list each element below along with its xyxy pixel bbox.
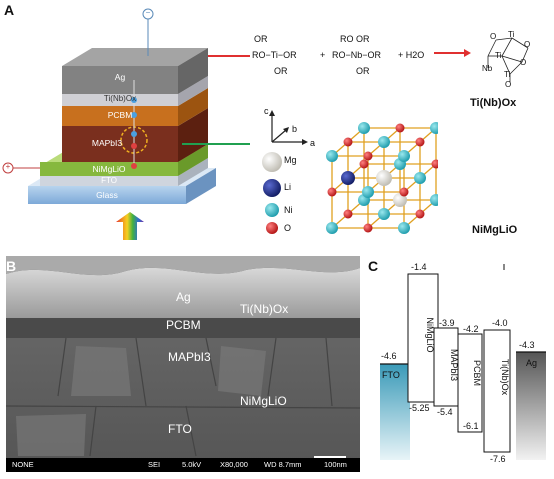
- lattice-atom: [398, 222, 410, 234]
- panel-c-letter: C: [368, 258, 379, 274]
- band-mapbi3-bottom: -5.4: [437, 407, 453, 417]
- reactant1-bottom: OR: [274, 66, 288, 76]
- sem-info-detector: NONE: [12, 460, 34, 469]
- product-atom-o2: O: [524, 40, 531, 49]
- band-ag-top: -4.3: [519, 340, 535, 350]
- top-electrode-sign: −: [145, 8, 151, 17]
- reactant2-bottom: OR: [356, 66, 370, 76]
- axis-c-label: c: [264, 106, 269, 116]
- panel-b-letter: B: [6, 258, 17, 274]
- crystal-name: NiMgLiO: [472, 224, 518, 236]
- sem-label-ag: Ag: [176, 290, 191, 304]
- band-mapbi3-name: MAPbI3: [449, 348, 459, 381]
- lattice-atom: [430, 122, 438, 134]
- band-pcbm-top: -4.2: [463, 324, 479, 334]
- legend-ni-label: Ni: [284, 205, 293, 215]
- lattice-atom: [363, 223, 373, 233]
- band-fto-top: -4.6: [381, 351, 397, 361]
- crystal-axes: [269, 110, 308, 145]
- lattice-atom: [415, 137, 425, 147]
- sem-label-fto: FTO: [168, 422, 192, 436]
- product-name: Ti(Nb)Ox: [470, 97, 517, 109]
- plus-sign: +: [320, 50, 326, 60]
- reaction-arrow: [434, 49, 471, 57]
- lattice-atom: [341, 171, 355, 185]
- product-atom-ti3: Ti: [504, 70, 511, 79]
- band-nimglio-bottom: -5.25: [409, 403, 430, 413]
- reactant1: RO−Ti−OR: [252, 50, 297, 60]
- layer-label-glass: Glass: [96, 190, 118, 200]
- panel-a-letter: A: [4, 2, 15, 18]
- band-diagram: [380, 264, 546, 460]
- legend-li-label: Li: [284, 182, 292, 192]
- sem-info-wd: WD 8.7mm: [264, 460, 302, 469]
- lattice-atom: [430, 194, 438, 206]
- lattice-atom: [395, 123, 405, 133]
- band-pcbm-bottom: -6.1: [463, 421, 479, 431]
- sem-label-mapbi3: MAPbI3: [168, 350, 211, 364]
- sem-label-tinbox: Ti(Nb)Ox: [240, 302, 289, 316]
- band-tinbox-name: Ti(Nb)Ox: [500, 358, 510, 396]
- layer-label-ag: Ag: [114, 72, 126, 82]
- crystal-lattice: [326, 122, 438, 234]
- atom-legend-spheres: [262, 152, 282, 234]
- product-atom-o1: O: [490, 32, 497, 41]
- lattice-atom: [362, 186, 374, 198]
- band-nimglio-name: NiMgLiO: [425, 317, 435, 353]
- lattice-atom: [431, 159, 438, 169]
- band-nimglio-top: -1.4: [411, 262, 427, 272]
- product-atom-ti2: Ti: [495, 51, 502, 60]
- device-stack-illustration: [2, 8, 250, 240]
- reactant2-top: RO OR: [340, 34, 370, 44]
- lattice-atom: [363, 151, 373, 161]
- reactant1-top: OR: [254, 34, 268, 44]
- legend-o-label: O: [284, 223, 292, 233]
- layer-label-tinbox: Ti(Nb)Ox: [103, 94, 137, 103]
- sem-info-mode: SEI: [148, 460, 161, 469]
- layer-label-pcbm: PCBM: [107, 110, 133, 120]
- lattice-atom: [359, 159, 369, 169]
- reactant2: RO−Nb−OR: [332, 50, 382, 60]
- product-atom-nb: Nb: [482, 64, 493, 73]
- sem-label-pcbm: PCBM: [166, 318, 201, 332]
- lattice-atom: [398, 150, 410, 162]
- band-pcbm-name: PCBM: [472, 359, 482, 386]
- lattice-atom: [343, 209, 353, 219]
- layer-label-mapbi3: MAPbI3: [91, 138, 123, 148]
- band-ag-name: Ag: [526, 358, 538, 368]
- legend-mg-label: Mg: [284, 155, 297, 165]
- lattice-atom: [415, 209, 425, 219]
- lattice-atom: [327, 187, 337, 197]
- product-atom-o4: O: [505, 80, 512, 89]
- product-structure: [487, 37, 529, 82]
- axis-b-label: b: [292, 124, 298, 134]
- layer-label-nimglio: NiMgLiO: [92, 164, 126, 174]
- lattice-atom: [343, 137, 353, 147]
- lattice-atom: [358, 122, 370, 134]
- lattice-atom: [376, 170, 392, 186]
- lattice-atom: [378, 208, 390, 220]
- band-fto-name: FTO: [382, 370, 400, 380]
- sem-info-voltage: 5.0kV: [182, 460, 202, 469]
- layer-label-fto: FTO: [101, 176, 117, 185]
- sem-info-scale: 100nm: [324, 460, 347, 469]
- sem-info-magnification: X80,000: [220, 460, 248, 469]
- product-atom-o3: O: [520, 58, 527, 67]
- sem-label-nimglio: NiMgLiO: [240, 394, 287, 408]
- water-term: + H2O: [398, 50, 425, 60]
- lattice-atom: [326, 150, 338, 162]
- lattice-atom: [378, 136, 390, 148]
- lattice-atom: [399, 187, 409, 197]
- sem-info-bar: NONE SEI 5.0kV X80,000 WD 8.7mm 100nm: [6, 458, 360, 472]
- product-atom-ti1: Ti: [508, 30, 515, 39]
- axis-a-label: a: [310, 138, 316, 148]
- sem-image: [6, 256, 360, 472]
- lattice-atom: [393, 193, 407, 207]
- bottom-electrode-sign: +: [5, 162, 11, 171]
- band-mapbi3-top: -3.9: [439, 318, 455, 328]
- lattice-atom: [326, 222, 338, 234]
- band-tinbox-bottom: -7.6: [490, 454, 506, 464]
- lattice-atom: [414, 172, 426, 184]
- band-tinbox-top: -4.0: [492, 318, 508, 328]
